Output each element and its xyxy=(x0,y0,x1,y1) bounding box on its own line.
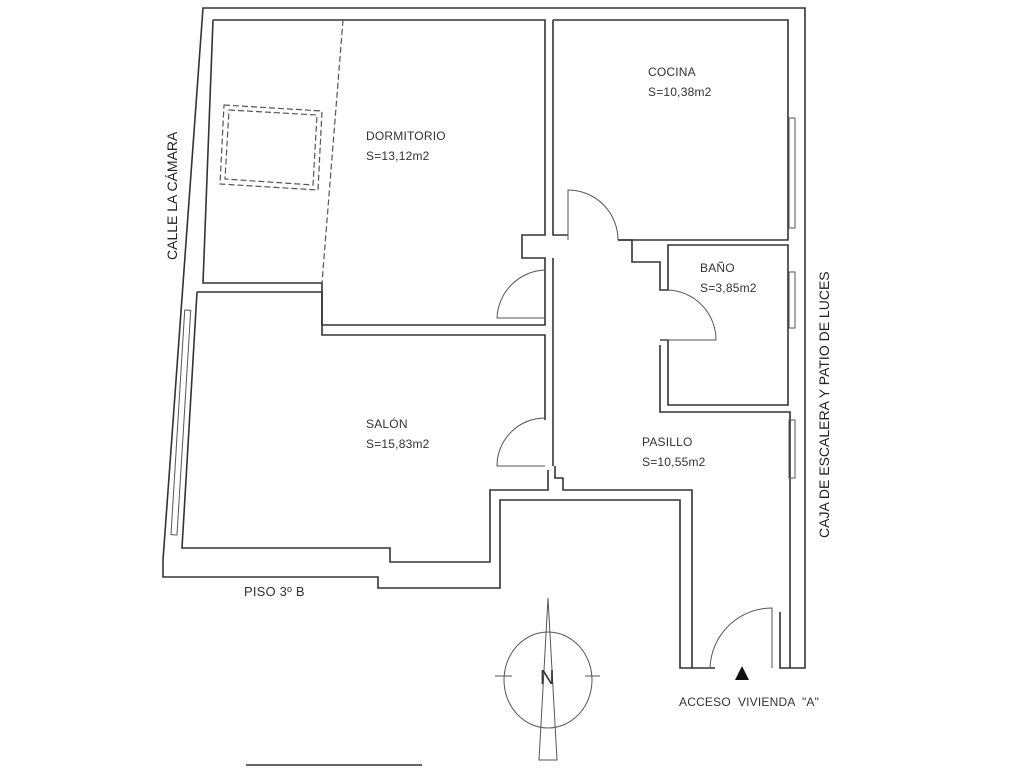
compass-north-letter: N xyxy=(540,667,555,689)
living-room-door xyxy=(496,417,546,467)
bathroom-wall xyxy=(618,239,789,406)
entrance-label: ACCESO VIVIENDA "A" xyxy=(679,695,820,709)
hallway-window xyxy=(788,419,796,479)
kitchen-door xyxy=(567,189,619,241)
skylight xyxy=(219,104,323,191)
bedroom-door xyxy=(496,269,546,319)
terrace-wall xyxy=(202,19,546,326)
kitchen-window xyxy=(788,117,796,229)
entrance-door xyxy=(709,607,773,669)
entrance-marker-icon xyxy=(735,666,749,680)
living-room-wall xyxy=(197,291,546,420)
living-room-left-wall xyxy=(181,291,549,563)
skylight-inner xyxy=(224,109,318,186)
compass-rose-icon xyxy=(495,597,600,761)
street-label-right: CAJA DE ESCALERA Y PATIO DE LUCES xyxy=(816,271,832,538)
bathroom-outer-wall xyxy=(659,345,791,668)
outer-wall xyxy=(162,7,806,669)
living-room-outer-lower xyxy=(162,499,715,669)
bathroom-window xyxy=(788,271,796,329)
living-room-window xyxy=(170,309,192,536)
floor-label: PISO 3º B xyxy=(244,584,305,599)
hallway-wall xyxy=(554,466,693,668)
street-label-left: CALLE LA CÁMARA xyxy=(164,131,180,260)
kitchen-wall xyxy=(553,19,789,241)
bathroom-door xyxy=(660,289,717,341)
terrace-dashed-line xyxy=(321,19,344,284)
kitchen-left-wall xyxy=(552,20,568,236)
